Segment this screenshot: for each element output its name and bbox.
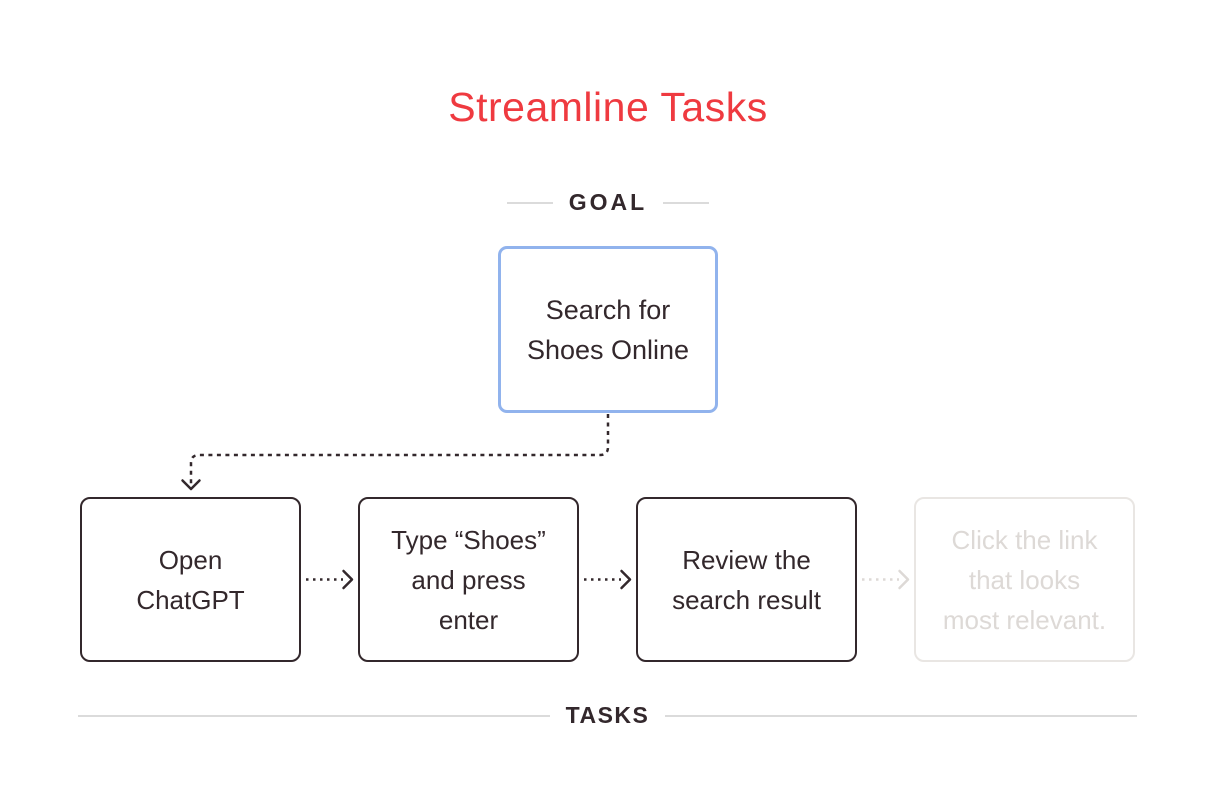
task-arrow-3-head-icon [898,569,910,590]
task-node-click-link-ghost[interactable]: Click the link that looks most relevant. [914,497,1135,662]
goal-node[interactable]: Search for Shoes Online [498,246,718,413]
tasks-divider-left-line [78,714,550,717]
tasks-divider-right-line [665,714,1137,717]
tasks-divider: TASKS [78,702,1137,729]
task-node-label: Click the link that looks most relevant. [942,524,1107,635]
task-node-label: Review the search result [672,544,821,615]
goal-to-task-arrowhead-icon [181,479,201,491]
task-node-label: Type “Shoes” and press enter [391,524,546,635]
goal-divider: GOAL [458,189,758,216]
goal-to-task-connector [189,414,610,484]
goal-divider-right-line [663,201,710,204]
task-arrow-1-head-icon [342,569,354,590]
page-title: Streamline Tasks [448,84,768,130]
goal-node-label: Search for Shoes Online [526,294,690,365]
task-node-open-chatgpt[interactable]: Open ChatGPT [80,497,301,662]
task-arrow-2-head-icon [620,569,632,590]
task-node-type-shoes[interactable]: Type “Shoes” and press enter [358,497,579,662]
task-node-label: Open ChatGPT [136,544,245,615]
goal-section-label: GOAL [568,189,648,215]
task-node-review-result[interactable]: Review the search result [636,497,857,662]
goal-divider-left-line [506,201,553,204]
tasks-section-label: TASKS [565,702,650,728]
